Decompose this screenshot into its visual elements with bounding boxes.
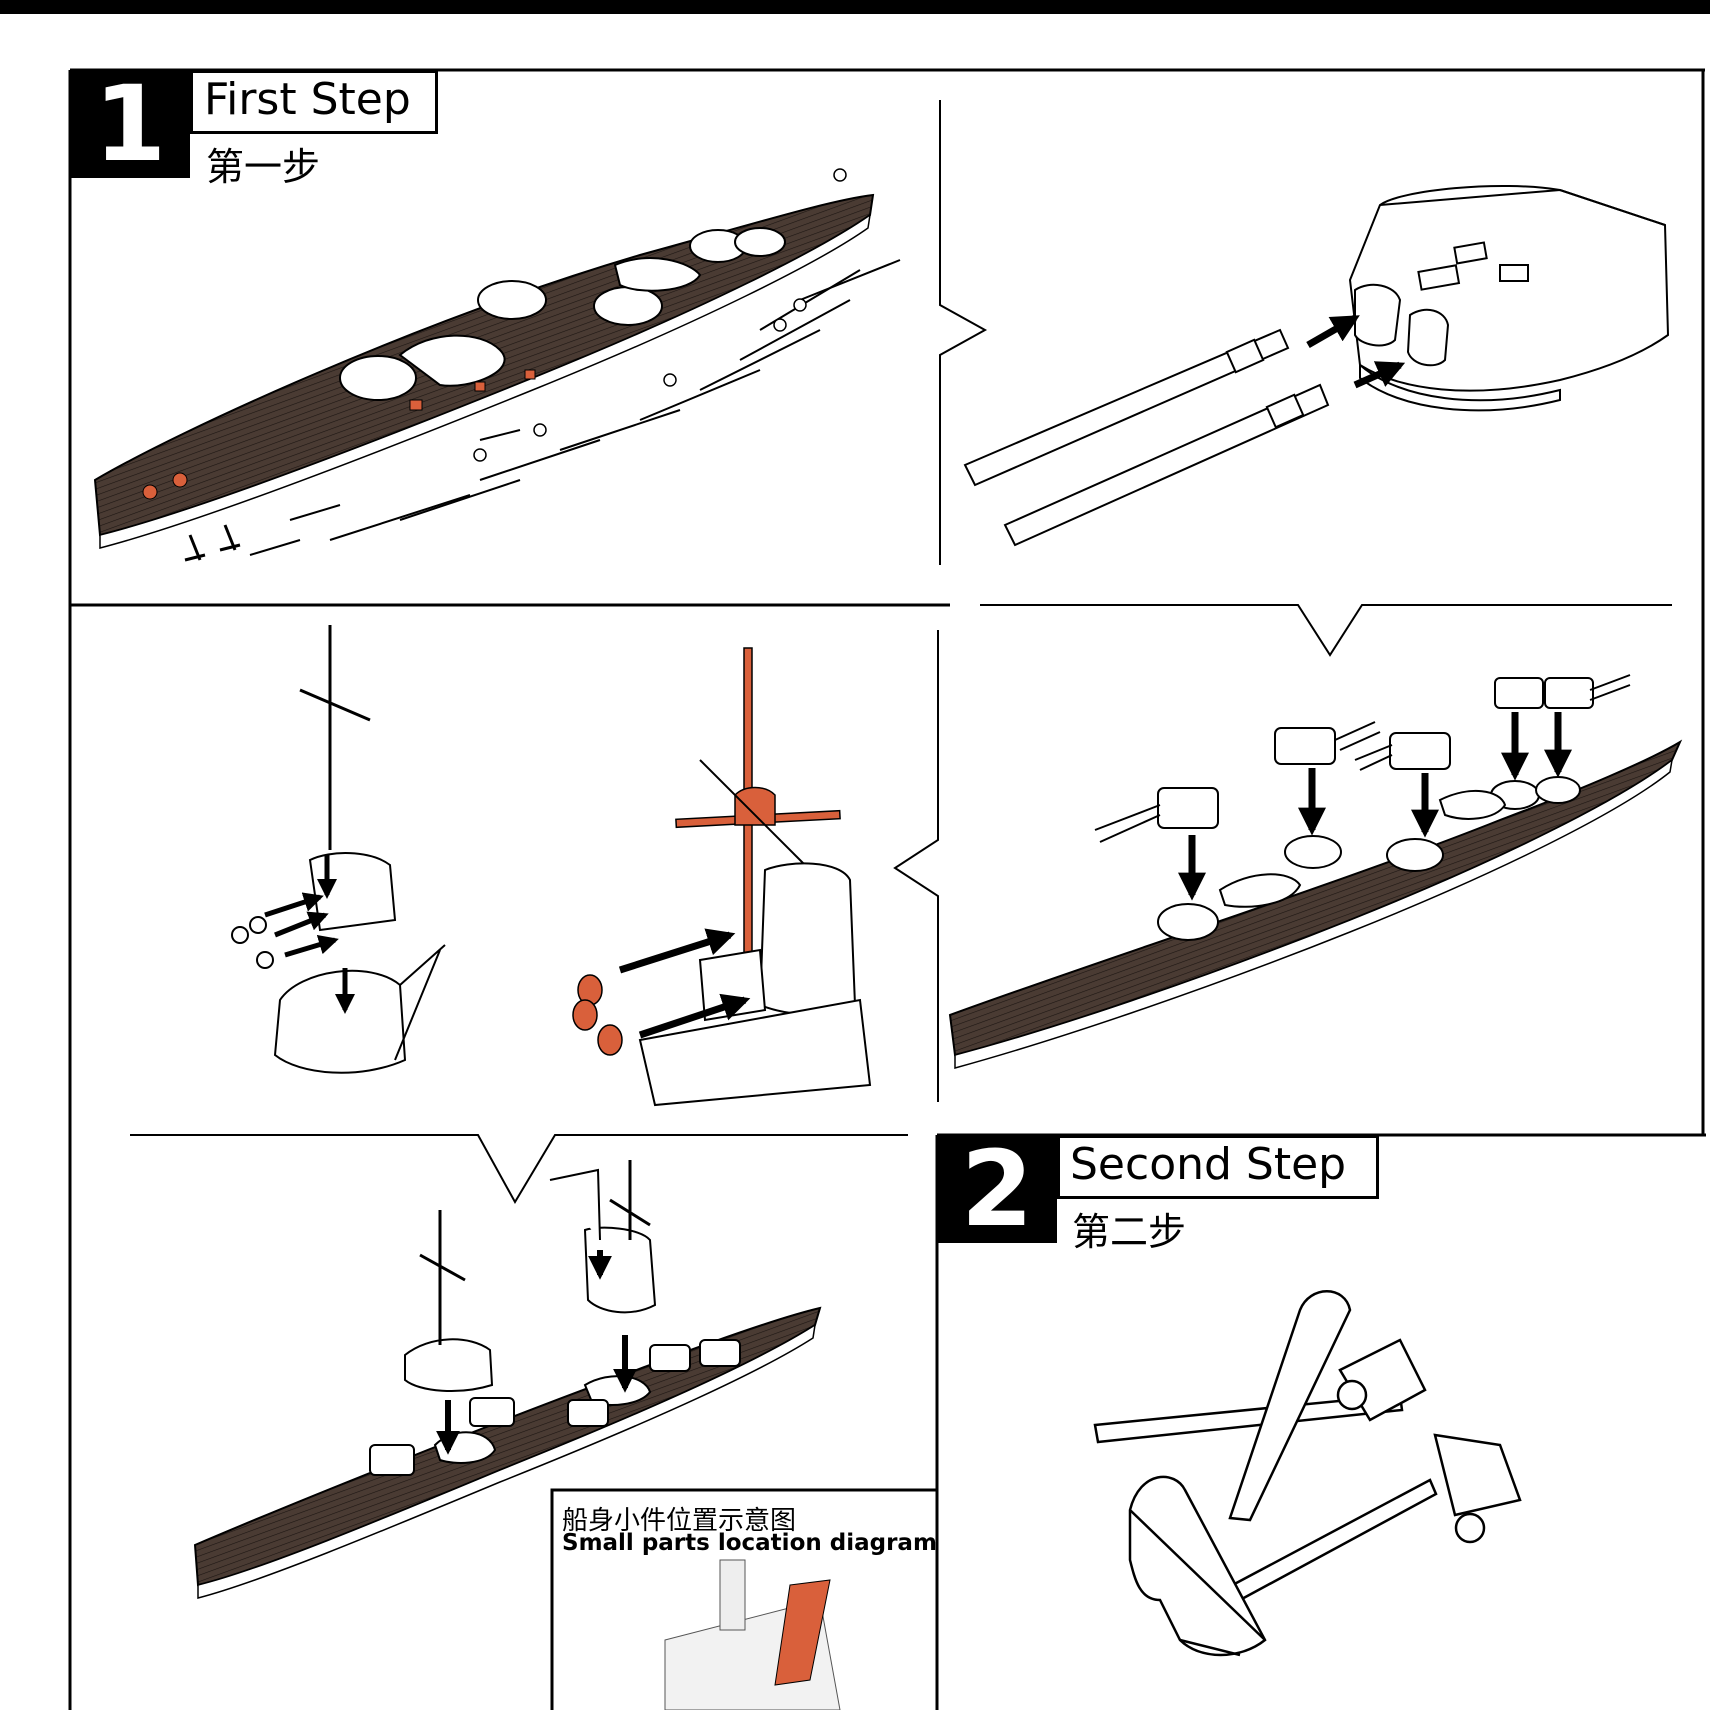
step-1-title-box xyxy=(190,70,438,134)
bridge-structure-illustration xyxy=(638,862,872,1107)
turrets-on-hull-illustration xyxy=(948,674,1683,1069)
inset-title-cn: 船身小件位置示意图 xyxy=(562,1506,797,1536)
small-assembly-arrows xyxy=(264,855,355,1014)
step-2-number: 2 xyxy=(937,1135,1057,1243)
inset-title-en: Small parts location diagram xyxy=(562,1530,937,1556)
step-2-subtitle: 第二步 xyxy=(1072,1210,1187,1254)
small-parts-inset-box xyxy=(550,1488,939,1710)
highlight-assembly-arrows xyxy=(618,928,751,1039)
top-border xyxy=(0,0,1710,14)
turret-placement-arrows xyxy=(1178,712,1572,901)
anchor-detail-illustration xyxy=(1093,1290,1522,1657)
step-1-subtitle: 第一步 xyxy=(206,145,321,189)
final-assembly-illustration xyxy=(193,1160,822,1599)
step-2-title-box xyxy=(1057,1135,1379,1199)
highlighted-mast-illustration xyxy=(572,647,841,1056)
barrel-insert-arrows xyxy=(1306,314,1406,389)
step-1-number: 1 xyxy=(70,70,190,178)
superstructure-assembly-illustration xyxy=(231,625,446,1074)
hull-with-parts-illustration xyxy=(93,168,901,562)
final-assembly-arrows xyxy=(436,1250,637,1455)
step-2-title: Second Step xyxy=(1070,1139,1347,1190)
turret-barrels-illustration xyxy=(963,184,1670,547)
step-1-title: First Step xyxy=(204,74,411,125)
